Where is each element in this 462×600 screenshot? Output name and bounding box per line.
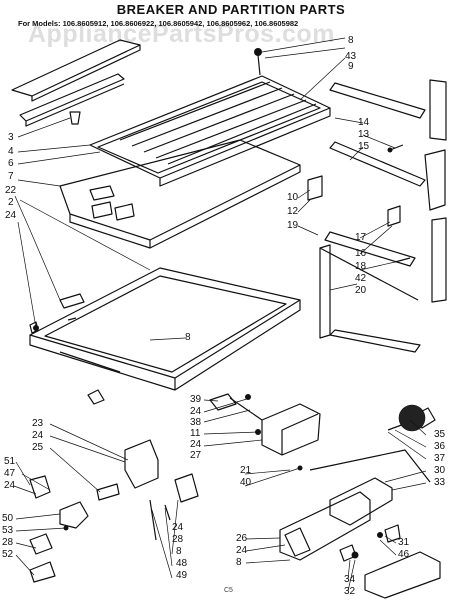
screw-head [377, 532, 383, 538]
callout-number: 14 [358, 117, 370, 128]
callout-number: 18 [355, 261, 367, 272]
callout-number: 24 [190, 406, 202, 417]
callout-number: 19 [287, 220, 299, 231]
screws [257, 54, 411, 263]
callout-number: 13 [358, 129, 370, 140]
callout-number: 52 [2, 549, 14, 560]
cover-strip [19, 73, 125, 127]
screw-head [387, 147, 393, 153]
callout-number: 24 [190, 439, 202, 450]
damper-knob [69, 111, 81, 125]
callout-number: 24 [4, 480, 16, 491]
callout-number: 34 [344, 574, 356, 585]
control-housing [209, 393, 321, 456]
callout-number: 24 [236, 545, 248, 556]
callout-number: 24 [32, 430, 44, 441]
callout-number: 16 [355, 248, 367, 259]
watermark: AppliancePartsPros.com [28, 20, 335, 48]
callout-number: 31 [398, 537, 410, 548]
screw-head [351, 551, 359, 559]
callout-number: 10 [287, 192, 299, 203]
callout-number: 49 [176, 570, 188, 581]
callout-number: 25 [32, 442, 44, 453]
callout-number: 8 [236, 557, 242, 568]
callout-number: 35 [434, 429, 446, 440]
callout-number: 30 [434, 465, 446, 476]
thermostat-control [29, 439, 159, 583]
side-trim-panels [307, 79, 447, 353]
callout-number: 50 [2, 513, 14, 524]
callout-number: 17 [355, 232, 367, 243]
callout-number: 24 [172, 522, 184, 533]
callout-number: 24 [5, 210, 17, 221]
callout-number: 20 [355, 285, 367, 296]
models-line: For Models: 106.8605912, 106.8606922, 10… [18, 19, 299, 28]
footer-code: C5 [224, 587, 233, 594]
control-cover-panel [279, 477, 441, 599]
callout-number: 28 [172, 534, 184, 545]
top-trim-strip [11, 39, 141, 102]
callout-number: 48 [176, 558, 188, 569]
callout-number: 8 [176, 546, 182, 557]
callout-number: 36 [434, 441, 446, 452]
callout-number: 9 [348, 61, 354, 72]
callout-number: 26 [236, 533, 248, 544]
callout-number: 46 [398, 549, 410, 560]
leader-lines [13, 37, 427, 592]
callout-number: 11 [190, 428, 201, 439]
callout-number: 47 [4, 468, 16, 479]
callout-number: 8 [185, 332, 191, 343]
callout-number: 23 [32, 418, 44, 429]
callout-number: 2 [8, 197, 14, 208]
breaker-assembly [59, 139, 301, 249]
callout-number: 7 [8, 171, 14, 182]
callout-number: 27 [190, 450, 202, 461]
callout-number: 12 [287, 206, 299, 217]
callout-number: 6 [8, 158, 14, 169]
callout-number: 43 [345, 51, 357, 62]
screw-head [254, 48, 262, 56]
callout-number: 42 [355, 273, 367, 284]
callout-number: 53 [2, 525, 14, 536]
callout-number: 37 [434, 453, 446, 464]
callout-number: 28 [2, 537, 14, 548]
diagram-title: BREAKER AND PARTITION PARTS [116, 2, 346, 17]
callout-number: 32 [344, 586, 356, 597]
callout-number: 3 [8, 132, 14, 143]
callout-number: 39 [190, 394, 202, 405]
callout-number: 15 [358, 141, 370, 152]
frame-tray [29, 267, 301, 405]
callout-number: 38 [190, 417, 202, 428]
damper-control [149, 473, 199, 541]
callout-number: 33 [434, 477, 446, 488]
callout-number: 4 [8, 146, 14, 157]
bulb-icon [398, 404, 426, 432]
callout-number: 51 [4, 456, 16, 467]
callout-number: 8 [348, 35, 354, 46]
callout-number: 22 [5, 185, 17, 196]
callout-number: 21 [240, 465, 252, 476]
callout-number: 40 [240, 477, 252, 488]
